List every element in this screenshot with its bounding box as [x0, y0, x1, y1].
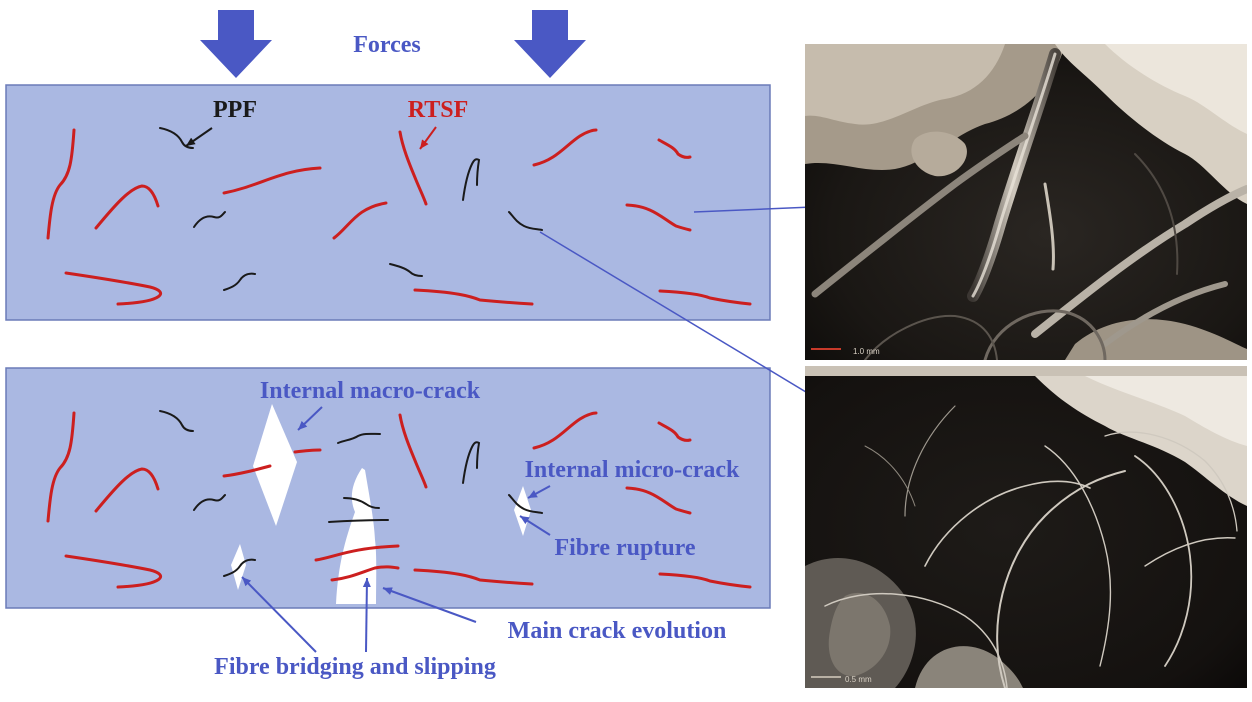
main-crack-evolution-label: Main crack evolution: [508, 618, 727, 644]
intact-specimen: PPF RTSF: [5, 84, 771, 321]
rtsf-fibres-bottom: [46, 411, 752, 589]
rtsf-label: RTSF: [408, 97, 469, 123]
main-crack-pointer: [382, 587, 477, 623]
rtsf-pointer-arrow: [419, 126, 437, 150]
ppf-label: PPF: [213, 97, 257, 123]
ppf-pointer-arrow: [185, 127, 213, 147]
internal-micro-crack-label: Internal micro-crack: [525, 457, 740, 483]
fibre-bridging-label: Fibre bridging and slipping: [214, 654, 496, 680]
fibre-rupture-label: Fibre rupture: [554, 535, 695, 561]
micrograph-ppf: 0.5 mm: [805, 366, 1247, 688]
bridging-pointer-right: [362, 577, 371, 653]
cracked-specimen: Internal macro-crack Internal micro-crac…: [5, 367, 771, 680]
fibre-rupture-pointer: [519, 515, 551, 536]
internal-macro-crack-label: Internal macro-crack: [260, 378, 481, 404]
ppf-fibres-top: [159, 127, 543, 291]
ppf-fibres-bottom: [159, 410, 543, 577]
cracked-specimen-body: [5, 367, 771, 609]
top-scale-text: 1.0 mm: [853, 347, 880, 356]
macro-crack-pointer: [297, 406, 323, 431]
force-arrow-left: [200, 10, 272, 78]
bottom-scale-text: 0.5 mm: [845, 675, 872, 684]
micrograph-rtsf: 1.0 mm: [805, 44, 1247, 360]
forces-label: Forces: [353, 32, 421, 58]
intact-specimen-body: [5, 84, 771, 321]
micro-crack-pointer: [527, 485, 551, 499]
rtsf-fibres-top: [46, 128, 752, 306]
force-arrow-right: [514, 10, 586, 78]
bridging-pointer-left: [241, 576, 317, 653]
internal-macro-crack-shape: [253, 404, 297, 526]
